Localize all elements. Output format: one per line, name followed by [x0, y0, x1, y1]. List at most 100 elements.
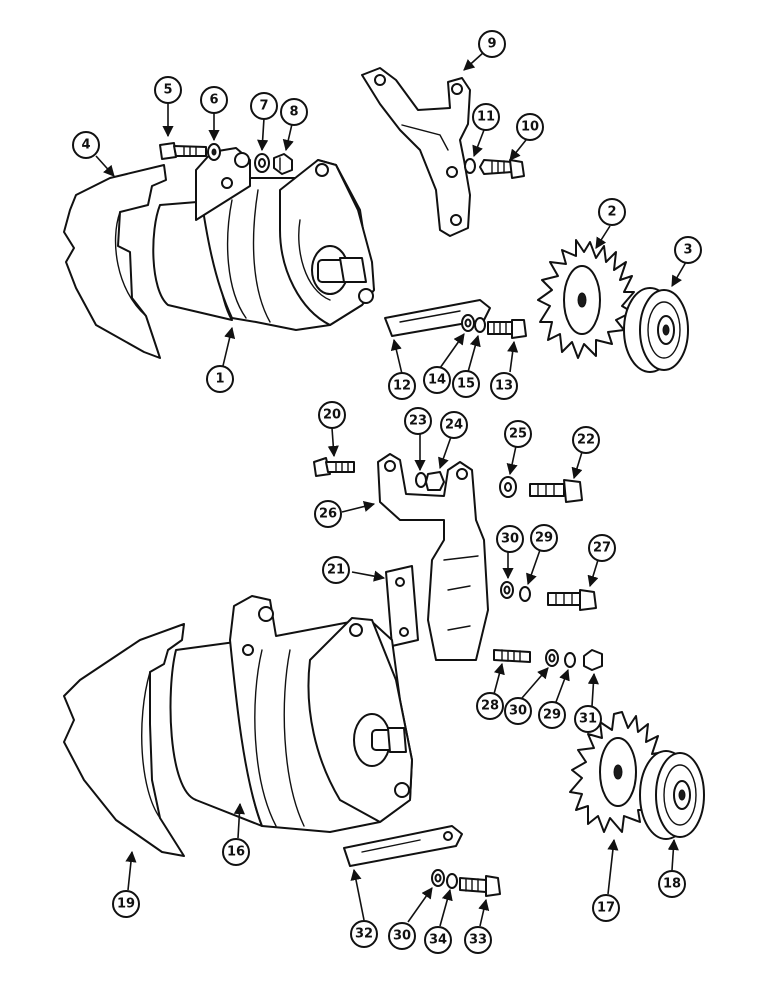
callout-31: 31: [574, 705, 602, 733]
fan-2: [537, 239, 635, 359]
fan-shroud-bottom: [63, 623, 185, 857]
nut-8: [273, 153, 293, 175]
callout-33: 33: [464, 926, 492, 954]
callout-8: 8: [280, 98, 308, 126]
callout-31-label: 31: [579, 712, 597, 727]
callout-1-label: 1: [215, 372, 224, 387]
nut-24: [425, 471, 445, 491]
callout-30-lower-label: 30: [509, 704, 527, 719]
stud-28: [493, 649, 531, 663]
callout-16: 16: [222, 838, 250, 866]
callout-20: 20: [318, 401, 346, 429]
washer-30-lower: [545, 649, 559, 667]
callout-30-lower: 30: [504, 697, 532, 725]
callout-13-label: 13: [495, 379, 513, 394]
bolt-27: [547, 589, 597, 611]
callout-4: 4: [72, 131, 100, 159]
callout-28-label: 28: [481, 699, 499, 714]
callout-15-label: 15: [457, 377, 475, 392]
callout-29-lower: 29: [538, 701, 566, 729]
callout-12-label: 12: [393, 379, 411, 394]
callout-17-label: 17: [597, 901, 615, 916]
callout-3: 3: [674, 236, 702, 264]
callout-25-label: 25: [509, 427, 527, 442]
callout-30-middle: 30: [496, 525, 524, 553]
callout-34-label: 34: [429, 933, 447, 948]
callout-21: 21: [322, 556, 350, 584]
lock-washer-15: [474, 317, 486, 333]
lock-washer-23: [415, 472, 427, 488]
callout-19-label: 19: [117, 897, 135, 912]
washer-11: [464, 158, 476, 174]
callout-5: 5: [154, 76, 182, 104]
washer-25: [499, 476, 517, 498]
callout-16-label: 16: [227, 845, 245, 860]
callout-29-lower-label: 29: [543, 708, 561, 723]
callout-7: 7: [250, 92, 278, 120]
callout-10-label: 10: [521, 120, 539, 135]
callout-26: 26: [314, 500, 342, 528]
callout-32: 32: [350, 920, 378, 948]
callout-32-label: 32: [355, 927, 373, 942]
callout-14-label: 14: [428, 373, 446, 388]
callout-5-label: 5: [163, 83, 172, 98]
callout-4-label: 4: [81, 138, 90, 153]
callout-25: 25: [504, 420, 532, 448]
callout-14: 14: [423, 366, 451, 394]
callout-1: 1: [206, 365, 234, 393]
callout-34: 34: [424, 926, 452, 954]
bolt-5: [159, 142, 207, 160]
mounting-bracket-9: [361, 67, 471, 237]
callout-18-label: 18: [663, 877, 681, 892]
callout-8-label: 8: [289, 105, 298, 120]
alternator-bottom: [169, 595, 413, 833]
callout-27: 27: [588, 534, 616, 562]
callout-24: 24: [440, 411, 468, 439]
callout-10: 10: [516, 113, 544, 141]
callout-11: 11: [472, 103, 500, 131]
callout-26-label: 26: [319, 507, 337, 522]
lock-washer-34: [446, 873, 458, 889]
callout-28: 28: [476, 692, 504, 720]
callout-6-label: 6: [209, 93, 218, 108]
callout-30-middle-label: 30: [501, 532, 519, 547]
washer-7: [254, 153, 270, 173]
washer-30-middle: [500, 581, 514, 599]
callout-15: 15: [452, 370, 480, 398]
callout-2-label: 2: [607, 205, 616, 220]
callout-17: 17: [592, 894, 620, 922]
callout-3-label: 3: [683, 243, 692, 258]
callout-19: 19: [112, 890, 140, 918]
support-bracket-26: [377, 453, 489, 661]
callout-6: 6: [200, 86, 228, 114]
callout-22-label: 22: [577, 433, 595, 448]
callout-29-middle-label: 29: [535, 531, 553, 546]
pulley-3: [623, 287, 689, 373]
callout-30-bottom: 30: [388, 922, 416, 950]
adjusting-link-32: [343, 825, 463, 867]
callout-27-label: 27: [593, 541, 611, 556]
callout-20-label: 20: [323, 408, 341, 423]
callout-33-label: 33: [469, 933, 487, 948]
nut-31: [583, 649, 603, 671]
callout-7-label: 7: [259, 99, 268, 114]
bolt-33: [459, 875, 501, 897]
bolt-13: [487, 319, 527, 339]
bolt-20: [313, 457, 355, 477]
fan-shroud-top: [63, 164, 167, 359]
callout-23: 23: [404, 407, 432, 435]
callout-24-label: 24: [445, 418, 463, 433]
callout-9: 9: [478, 30, 506, 58]
spacer-plate-21: [385, 565, 419, 647]
callout-12: 12: [388, 372, 416, 400]
callout-30-bottom-label: 30: [393, 929, 411, 944]
bolt-10: [479, 159, 525, 179]
callout-2: 2: [598, 198, 626, 226]
callout-11-label: 11: [477, 110, 495, 125]
bolt-22: [529, 479, 583, 503]
callout-23-label: 23: [409, 414, 427, 429]
washer-30-bottom: [431, 869, 445, 887]
pulley-18: [639, 750, 705, 840]
washer-14: [461, 314, 475, 332]
